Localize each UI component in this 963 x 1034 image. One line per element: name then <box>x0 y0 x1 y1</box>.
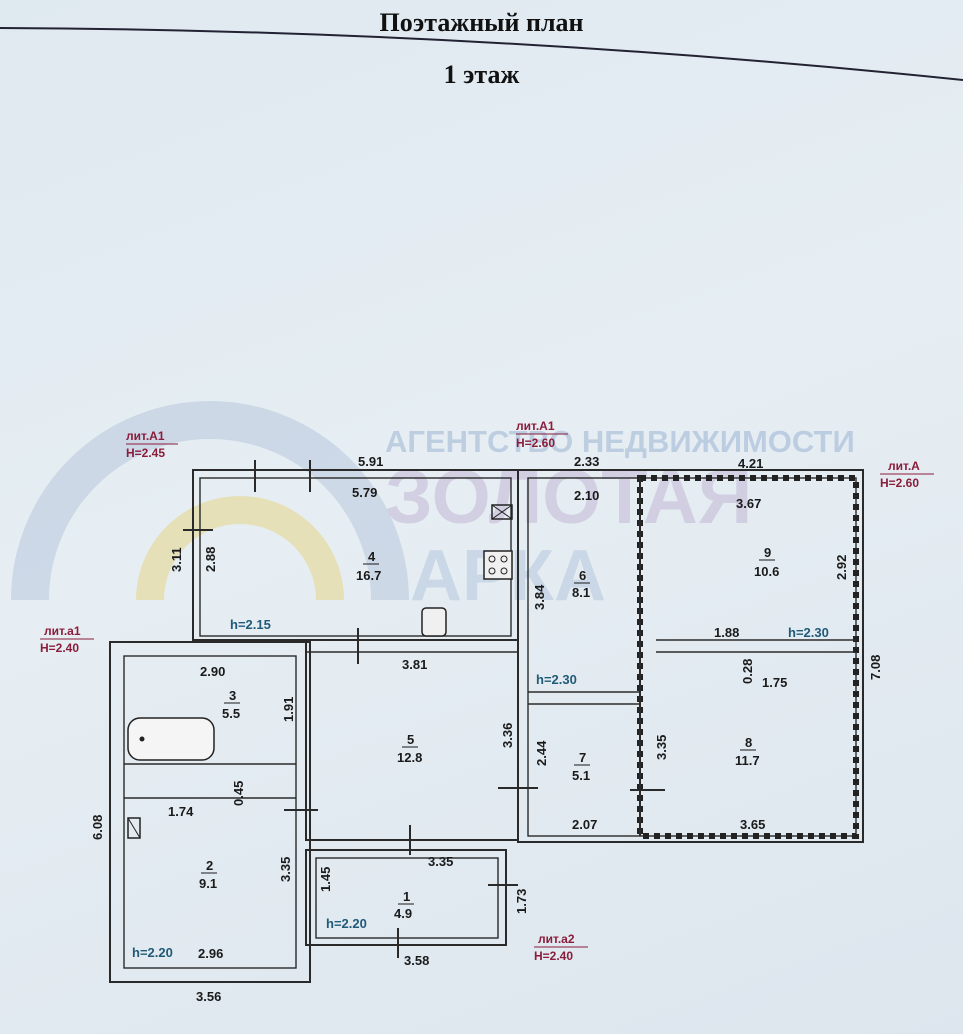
vent-icon-line <box>127 817 141 839</box>
dim-591: 5.91 <box>358 454 383 469</box>
lit-label-height: H=2.60 <box>516 436 555 450</box>
height-room-1: h=2.20 <box>326 916 367 931</box>
lit-labels: лит.А1 H=2.45 лит.А1 H=2.60 лит.А H=2.60… <box>40 419 934 963</box>
room-6-number: 6 <box>579 568 586 583</box>
wall-left-block-outer <box>109 641 311 983</box>
lit-label-height: H=2.45 <box>126 446 165 460</box>
stove-burner-icon <box>500 567 508 575</box>
room-7-area: 5.1 <box>572 768 590 783</box>
stove-icon <box>483 550 513 580</box>
dim-174: 1.74 <box>168 804 194 819</box>
lit-label-name: лит.а2 <box>538 932 575 946</box>
room-1-area: 4.9 <box>394 906 412 921</box>
dim-336: 3.36 <box>500 723 515 748</box>
height-room-4: h=2.15 <box>230 617 271 632</box>
ceiling-heights: h=2.15 h=2.30 h=2.30 h=2.20 h=2.20 <box>132 617 829 960</box>
room-3-area: 5.5 <box>222 706 240 721</box>
room-4-area: 16.7 <box>356 568 381 583</box>
lit-label-name: лит.А <box>888 459 920 473</box>
fixtures <box>127 504 513 839</box>
dim-145: 1.45 <box>318 867 333 892</box>
dim-367: 3.67 <box>736 496 761 511</box>
wall-room-5 <box>305 639 519 841</box>
dim-028: 0.28 <box>740 659 755 684</box>
dim-292: 2.92 <box>834 555 849 580</box>
dim-358: 3.58 <box>404 953 429 968</box>
height-room-2: h=2.20 <box>132 945 173 960</box>
dim-381: 3.81 <box>402 657 427 672</box>
lit-label-name: лит.а1 <box>44 624 81 638</box>
vent-icon-line <box>491 504 513 520</box>
stove-burner-icon <box>488 555 496 563</box>
lit-label-name: лит.А1 <box>126 429 165 443</box>
paper-edge-line <box>0 27 963 81</box>
room-9-number: 9 <box>764 545 771 560</box>
wall-left-block-inner <box>123 655 297 969</box>
room-3-number: 3 <box>229 688 236 703</box>
room-6-area: 8.1 <box>572 585 590 600</box>
lit-label-height: H=2.40 <box>534 949 573 963</box>
vent-icon <box>127 817 141 839</box>
dim-244: 2.44 <box>534 740 549 766</box>
dim-210: 2.10 <box>574 488 599 503</box>
room-4-number: 4 <box>368 549 376 564</box>
room-8-number: 8 <box>745 735 752 750</box>
dim-335b: 3.35 <box>278 857 293 882</box>
dim-311: 3.11 <box>169 547 184 572</box>
dim-233: 2.33 <box>574 454 599 469</box>
sink-icon <box>421 607 447 637</box>
stove-burner-icon <box>488 567 496 575</box>
dim-356: 3.56 <box>196 989 221 1004</box>
dim-335a: 3.35 <box>654 735 669 760</box>
dim-335c: 3.35 <box>428 854 453 869</box>
bathtub-icon <box>127 717 215 761</box>
watermark-arc-outer <box>11 401 409 601</box>
room-2-number: 2 <box>206 858 213 873</box>
floor-title: 1 этаж <box>443 60 520 89</box>
dim-290: 2.90 <box>200 664 225 679</box>
dim-173: 1.73 <box>514 889 529 914</box>
bathtub-drain-icon <box>139 736 145 742</box>
stove-burner-icon <box>500 555 508 563</box>
room-1-number: 1 <box>403 889 410 904</box>
dim-191: 1.91 <box>281 697 296 722</box>
wall-room-1-outer <box>305 849 507 946</box>
room-5-number: 5 <box>407 732 414 747</box>
room-5-area: 12.8 <box>397 750 422 765</box>
room-8-area: 11.7 <box>735 753 760 768</box>
watermark-line2: ЗОЛОТАЯ <box>385 455 752 540</box>
height-room-6: h=2.30 <box>536 672 577 687</box>
room-9-area: 10.6 <box>754 564 779 579</box>
dim-708: 7.08 <box>868 655 883 680</box>
watermark-line1: АГЕНТСТВО НЕДВИЖИМОСТИ <box>385 424 855 459</box>
dim-421: 4.21 <box>738 456 763 471</box>
room-2-area: 9.1 <box>199 876 217 891</box>
dim-296: 2.96 <box>198 946 223 961</box>
room-7-number: 7 <box>579 750 586 765</box>
dim-608: 6.08 <box>90 815 105 840</box>
dim-384: 3.84 <box>532 584 547 610</box>
vent-icon <box>491 504 513 520</box>
dim-175: 1.75 <box>762 675 787 690</box>
page-title: Поэтажный план <box>379 8 584 37</box>
dim-207: 2.07 <box>572 817 597 832</box>
lit-label-height: H=2.40 <box>40 641 79 655</box>
dim-288: 2.88 <box>203 547 218 572</box>
dim-365: 3.65 <box>740 817 765 832</box>
dim-045: 0.45 <box>231 781 246 806</box>
lit-label-height: H=2.60 <box>880 476 919 490</box>
dim-188: 1.88 <box>714 625 739 640</box>
height-room-9: h=2.30 <box>788 625 829 640</box>
wall-room-1-inner <box>315 857 499 939</box>
lit-label-name: лит.А1 <box>516 419 555 433</box>
dimensions: 5.91 5.79 2.33 2.10 4.21 3.67 3.81 2.90 … <box>90 454 883 1004</box>
dim-579: 5.79 <box>352 485 377 500</box>
watermark-arc-inner <box>136 496 344 601</box>
rooms: 1 4.9 2 9.1 3 5.5 4 16.7 5 12.8 6 8.1 7 … <box>199 545 779 921</box>
